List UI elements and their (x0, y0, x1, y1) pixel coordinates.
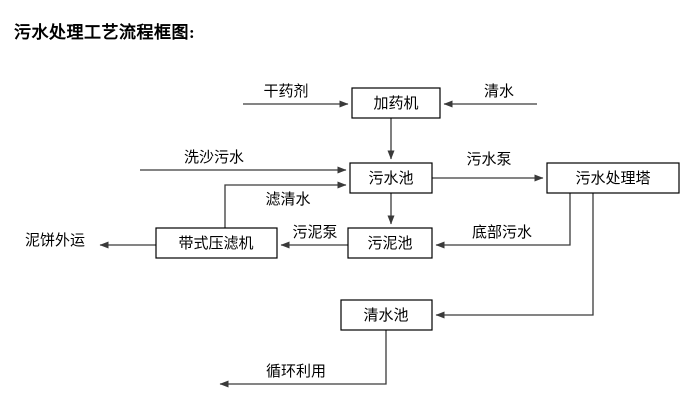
edge-bottom-sewage (435, 193, 571, 249)
edge-label-sand-wash-sewage: 洗沙污水 (184, 149, 244, 166)
node-treatment-tower-label: 污水处理塔 (575, 170, 650, 187)
edge-label-filtrate: 滤清水 (265, 191, 310, 208)
node-belt-filter-press[interactable]: 带式压滤机 (155, 227, 278, 259)
edge-label-sewage-pump: 污水泵 (466, 151, 511, 168)
page-title: 污水处理工艺流程框图: (14, 23, 196, 42)
node-sewage-pool[interactable]: 污水池 (349, 162, 433, 194)
node-sludge-pool-rect (347, 227, 433, 259)
edge-recycle-out (219, 330, 387, 388)
node-sludge-pool-label: 污泥池 (367, 235, 412, 252)
node-treatment-tower-rect (546, 162, 680, 194)
node-treatment-tower[interactable]: 污水处理塔 (546, 162, 680, 194)
edge-label-bottom-sewage: 底部污水 (472, 224, 532, 241)
node-belt-filter-press-label: 带式压滤机 (178, 235, 253, 252)
node-clear-water-pool-label: 清水池 (363, 307, 408, 324)
node-dosing-machine-label: 加药机 (373, 95, 418, 112)
node-sludge-pool[interactable]: 污泥池 (347, 227, 433, 259)
edge-label-dry-agent: 干药剂 (263, 83, 308, 100)
edge-label-recycle: 循环利用 (266, 363, 326, 380)
node-dosing-machine[interactable]: 加药机 (351, 87, 441, 119)
edge-label-mud-cake-out: 泥饼外运 (25, 232, 85, 249)
edge-label-clear-water: 清水 (484, 83, 514, 100)
edge-tower-to-clear (435, 193, 594, 319)
node-sewage-pool-label: 污水池 (368, 170, 413, 187)
edge-filtrate-return (224, 181, 347, 228)
edge-label-sludge-pump: 污泥泵 (292, 224, 337, 241)
node-clear-water-pool[interactable]: 清水池 (340, 299, 433, 331)
node-belt-filter-press-rect (155, 227, 278, 259)
node-dosing-machine-rect (351, 87, 441, 119)
node-clear-water-pool-rect (340, 299, 433, 331)
node-sewage-pool-rect (349, 162, 433, 194)
